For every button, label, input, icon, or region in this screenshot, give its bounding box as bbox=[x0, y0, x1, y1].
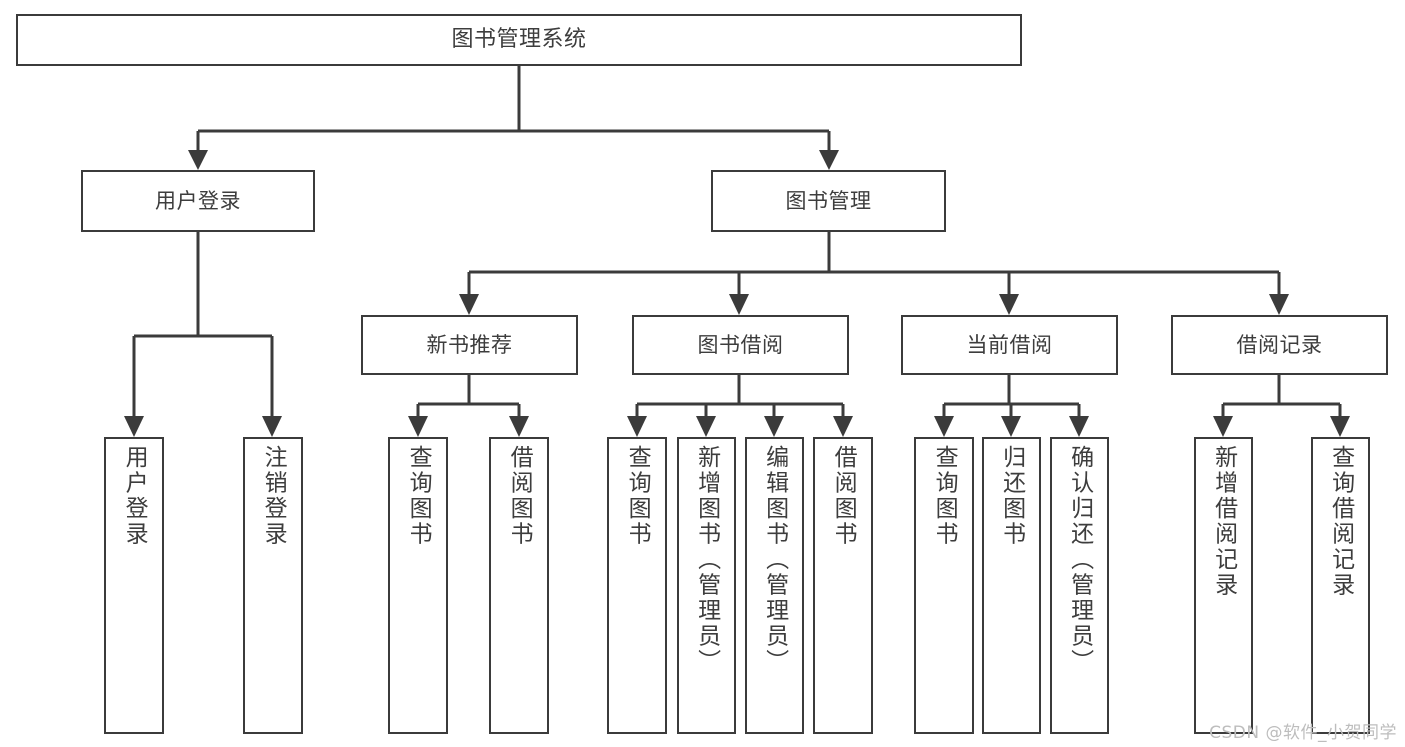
node-label: 图书管理 bbox=[785, 188, 872, 213]
leaf-add-book-admin[interactable]: 新增图书（管理员） bbox=[677, 437, 736, 734]
node-label: 确认归还（管理员） bbox=[1066, 445, 1093, 675]
node-label: 图书管理系统 bbox=[451, 27, 587, 53]
node-label: 编辑图书（管理员） bbox=[761, 445, 788, 675]
node-label: 注销登录 bbox=[260, 445, 287, 547]
leaf-borrow-book-borrow[interactable]: 借阅图书 bbox=[813, 437, 873, 734]
node-current-borrow[interactable]: 当前借阅 bbox=[901, 315, 1118, 375]
node-label: 新增借阅记录 bbox=[1210, 445, 1237, 598]
node-label: 图书借阅 bbox=[697, 332, 784, 357]
leaf-query-borrow-record[interactable]: 查询借阅记录 bbox=[1311, 437, 1370, 734]
node-label: 归还图书 bbox=[998, 445, 1025, 547]
node-label: 用户登录 bbox=[121, 445, 148, 547]
watermark-text: CSDN @软件_小贺同学 bbox=[1209, 723, 1397, 743]
node-root-book-management-system[interactable]: 图书管理系统 bbox=[16, 14, 1022, 66]
node-book-manage[interactable]: 图书管理 bbox=[711, 170, 946, 232]
node-label: 新书推荐 bbox=[426, 332, 513, 357]
node-label: 查询借阅记录 bbox=[1327, 445, 1354, 598]
node-label: 查询图书 bbox=[931, 445, 958, 547]
node-label: 查询图书 bbox=[624, 445, 651, 547]
leaf-edit-book-admin[interactable]: 编辑图书（管理员） bbox=[745, 437, 804, 734]
node-label: 借阅图书 bbox=[830, 445, 857, 547]
node-label: 当前借阅 bbox=[966, 332, 1053, 357]
leaf-user-login[interactable]: 用户登录 bbox=[104, 437, 164, 734]
leaf-return-book[interactable]: 归还图书 bbox=[982, 437, 1041, 734]
leaf-add-borrow-record[interactable]: 新增借阅记录 bbox=[1194, 437, 1253, 734]
leaf-query-book-recommend[interactable]: 查询图书 bbox=[388, 437, 448, 734]
leaf-confirm-return-admin[interactable]: 确认归还（管理员） bbox=[1050, 437, 1109, 734]
node-user-login[interactable]: 用户登录 bbox=[81, 170, 315, 232]
node-label: 查询图书 bbox=[405, 445, 432, 547]
node-label: 新增图书（管理员） bbox=[693, 445, 720, 675]
node-book-borrow[interactable]: 图书借阅 bbox=[632, 315, 849, 375]
node-new-book-recommend[interactable]: 新书推荐 bbox=[361, 315, 578, 375]
node-label: 用户登录 bbox=[155, 188, 241, 213]
leaf-query-book-borrow[interactable]: 查询图书 bbox=[607, 437, 667, 734]
leaf-borrow-book-recommend[interactable]: 借阅图书 bbox=[489, 437, 549, 734]
node-label: 借阅记录 bbox=[1236, 332, 1323, 357]
leaf-query-book-current[interactable]: 查询图书 bbox=[914, 437, 974, 734]
node-label: 借阅图书 bbox=[506, 445, 533, 547]
node-borrow-record[interactable]: 借阅记录 bbox=[1171, 315, 1388, 375]
leaf-user-logout[interactable]: 注销登录 bbox=[243, 437, 303, 734]
